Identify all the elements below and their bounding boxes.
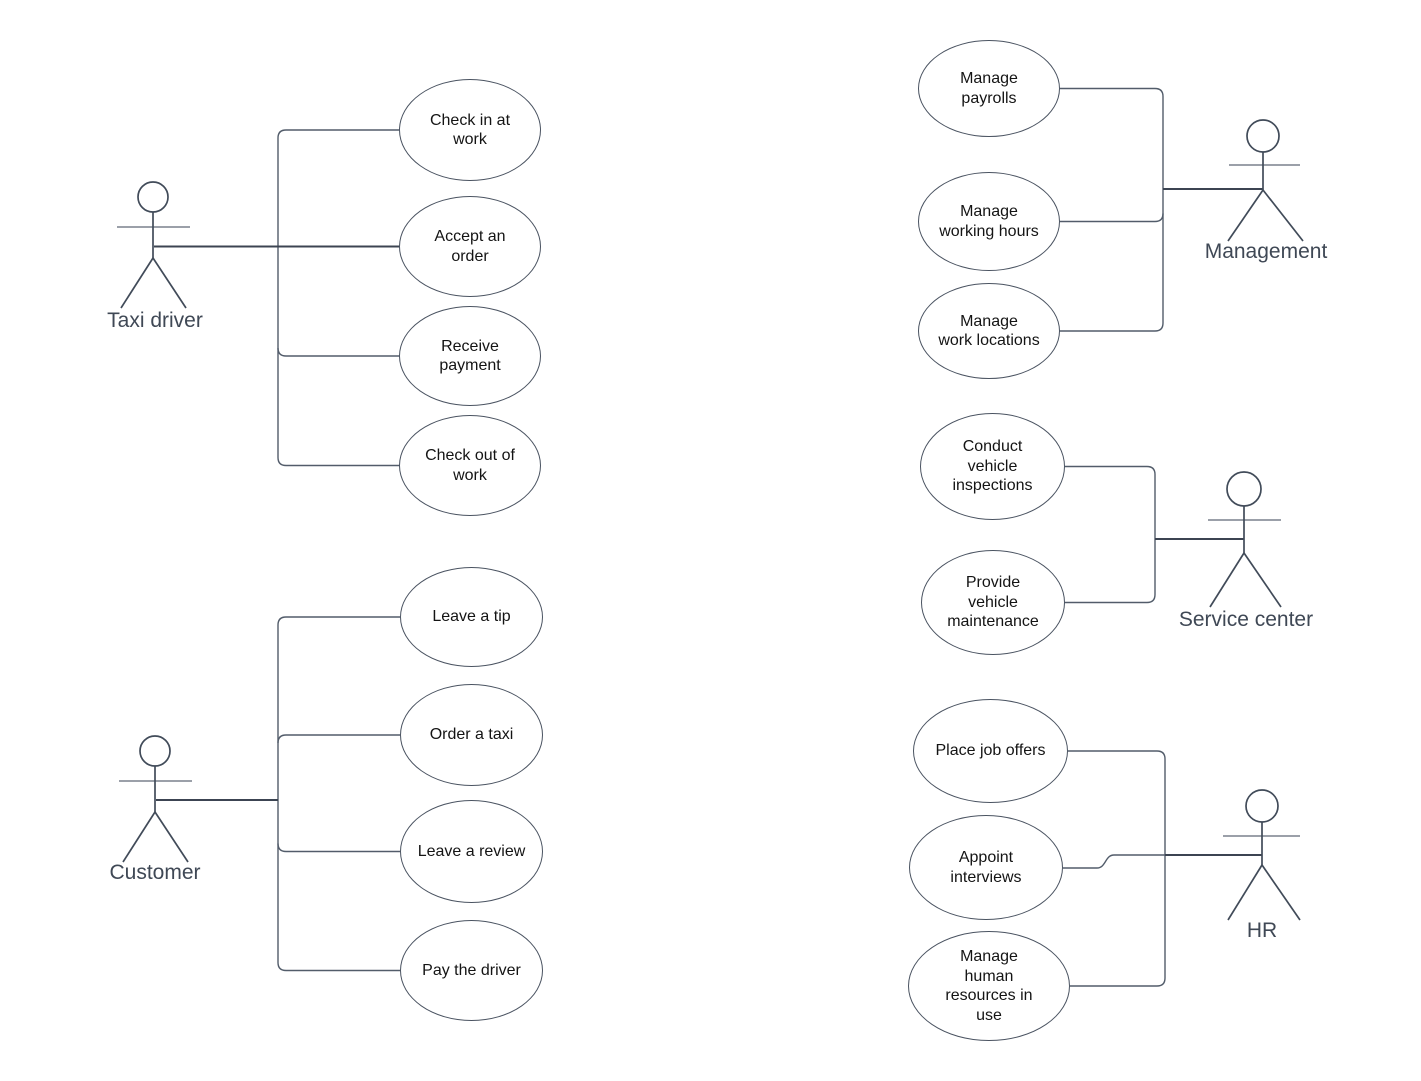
actor-management-figure[interactable] <box>1227 119 1304 242</box>
actor-label-management: Management <box>1204 240 1328 263</box>
usecase-place-job-offers[interactable]: Place job offers <box>913 699 1068 803</box>
customer-leg-left <box>122 811 156 863</box>
usecase-manage-working-hours[interactable]: Manage working hours <box>918 172 1060 271</box>
edge-taxi-driver-receive-payment[interactable] <box>277 347 399 357</box>
edge-management-working-hours[interactable] <box>1060 213 1164 223</box>
usecase-order-a-taxi[interactable]: Order a taxi <box>400 684 543 786</box>
customer-head[interactable] <box>139 735 171 767</box>
usecase-label: Order a taxi <box>429 726 514 744</box>
service-center-head[interactable] <box>1226 471 1262 507</box>
management-head[interactable] <box>1246 119 1280 153</box>
edge-hr-bracket[interactable] <box>1068 750 1166 987</box>
usecase-label: Manage human resources in use <box>945 948 1033 1024</box>
usecase-label: Leave a review <box>417 842 526 860</box>
hr-connectors[interactable] <box>1063 750 1262 987</box>
actor-label-taxi-driver: Taxi driver <box>107 309 203 332</box>
edge-taxi-driver-bracket[interactable] <box>277 129 399 467</box>
usecase-provide-vehicle-maintenance[interactable]: Provide vehicle maintenance <box>921 550 1065 655</box>
usecase-label: Manage working hours <box>939 203 1039 240</box>
usecase-accept-an-order[interactable]: Accept an order <box>399 196 541 297</box>
usecase-label: Check out of work <box>425 447 515 484</box>
actor-taxi-driver-figure[interactable] <box>117 181 190 309</box>
actor-service-center-figure[interactable] <box>1208 471 1282 608</box>
management-leg-right <box>1262 189 1304 242</box>
usecase-check-out-of-work[interactable]: Check out of work <box>399 415 541 516</box>
usecase-receive-payment[interactable]: Receive payment <box>399 306 541 406</box>
usecase-manage-human-resources-in-use[interactable]: Manage human resources in use <box>908 931 1070 1041</box>
management-leg-left <box>1227 189 1264 242</box>
usecase-label: Accept an order <box>434 228 506 265</box>
edge-customer-order-a-taxi[interactable] <box>277 734 400 744</box>
edge-management-bracket[interactable] <box>1058 87 1164 332</box>
edge-customer-leave-a-review[interactable] <box>277 843 400 853</box>
taxi-driver-leg-right <box>152 257 187 309</box>
usecase-leave-a-review[interactable]: Leave a review <box>400 800 543 903</box>
usecase-leave-a-tip[interactable]: Leave a tip <box>400 567 543 667</box>
usecase-label: Provide vehicle maintenance <box>947 574 1039 631</box>
edge-service-center-bracket[interactable] <box>1065 465 1156 604</box>
service-center-leg-left <box>1209 552 1245 608</box>
usecase-label: Pay the driver <box>422 961 521 979</box>
usecase-conduct-vehicle-inspections[interactable]: Conduct vehicle inspections <box>920 413 1065 520</box>
customer-leg-right <box>154 811 189 863</box>
edge-hr-appoint-interviews[interactable] <box>1063 854 1165 869</box>
usecase-label: Manage work locations <box>938 312 1040 350</box>
customer-connectors[interactable] <box>156 616 400 972</box>
edge-customer-bracket[interactable] <box>277 616 400 972</box>
taxi-driver-head[interactable] <box>137 181 169 213</box>
taxi-driver-connectors[interactable] <box>154 129 399 467</box>
taxi-driver-leg-left <box>120 257 154 309</box>
service-center-connectors[interactable] <box>1065 465 1244 604</box>
usecase-label: Manage payrolls <box>960 70 1018 107</box>
actor-label-customer: Customer <box>109 861 201 884</box>
actor-label-service-center: Service center <box>1178 608 1314 631</box>
usecase-label: Appoint interviews <box>950 849 1022 886</box>
usecase-label: Conduct vehicle inspections <box>952 438 1033 495</box>
hr-head[interactable] <box>1245 789 1279 823</box>
actor-label-hr: HR <box>1246 919 1278 942</box>
hr-leg-left <box>1227 864 1263 921</box>
service-center-leg-right <box>1243 552 1282 608</box>
usecase-check-in-at-work[interactable]: Check in at work <box>399 79 541 181</box>
usecase-manage-payrolls[interactable]: Manage payrolls <box>918 40 1060 137</box>
actor-customer-figure[interactable] <box>119 735 192 863</box>
hr-leg-right <box>1261 864 1301 921</box>
usecase-label: Check in at work <box>429 111 511 149</box>
usecase-appoint-interviews[interactable]: Appoint interviews <box>909 815 1063 920</box>
usecase-label: Leave a tip <box>432 608 511 626</box>
usecase-label: Place job offers <box>935 742 1046 760</box>
management-connectors[interactable] <box>1058 87 1263 332</box>
actor-hr-figure[interactable] <box>1223 789 1301 921</box>
usecase-manage-work-locations[interactable]: Manage work locations <box>918 283 1060 379</box>
usecase-pay-the-driver[interactable]: Pay the driver <box>400 920 543 1021</box>
usecase-label: Receive payment <box>439 337 501 375</box>
